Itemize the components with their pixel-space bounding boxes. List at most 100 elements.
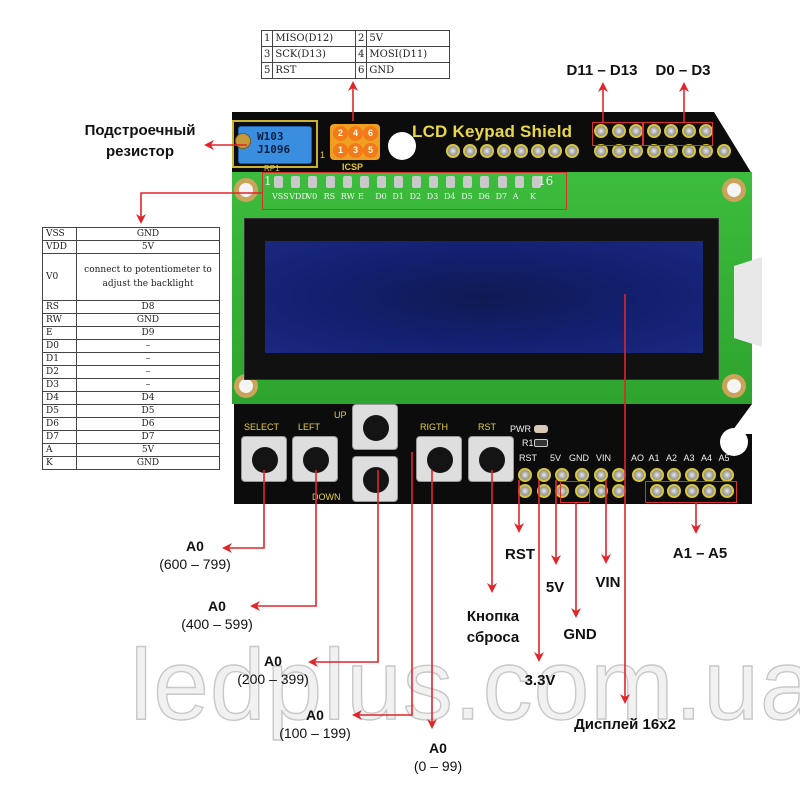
callout-gnd: GND bbox=[563, 626, 597, 643]
power-header-label: GND bbox=[569, 453, 589, 463]
d11-d13-highlight bbox=[592, 122, 643, 146]
watermark: ledplus.com.ua bbox=[129, 629, 800, 741]
header-pin bbox=[649, 468, 664, 482]
analog-header-label: A4 bbox=[701, 453, 713, 463]
header-pin bbox=[565, 144, 579, 158]
callout-name: A0 bbox=[306, 707, 324, 723]
lcd-pin bbox=[514, 176, 524, 188]
button-rst[interactable] bbox=[468, 436, 514, 482]
lcd-pin-label: VSS bbox=[272, 192, 289, 201]
lcd-pin-connection: D6 bbox=[76, 417, 220, 431]
r1-resistor bbox=[534, 439, 548, 447]
lcd-pins-highlight bbox=[262, 172, 567, 210]
lcd-pin-label: A bbox=[512, 192, 519, 201]
header-pin bbox=[611, 124, 626, 138]
pin-name: MISO(D12) bbox=[272, 30, 356, 47]
lcd-pin-name: D2 bbox=[42, 365, 77, 379]
lcd-pin bbox=[308, 176, 318, 188]
header-pin bbox=[611, 144, 626, 158]
header-pin bbox=[594, 468, 608, 482]
lcd-pin bbox=[532, 176, 541, 188]
header-pin bbox=[514, 144, 528, 158]
callout-rst: RST bbox=[505, 546, 535, 563]
mounting-hole bbox=[388, 132, 416, 160]
table-row: D0– bbox=[42, 339, 220, 353]
button-select[interactable] bbox=[241, 436, 287, 482]
lcd-pin-connection: – bbox=[76, 365, 220, 379]
lcd-pin bbox=[360, 176, 369, 188]
pwr-led-label: PWR bbox=[510, 424, 531, 434]
lcd-pin-name: D4 bbox=[42, 391, 77, 405]
icsp-pin: 6 bbox=[363, 126, 378, 141]
power-header-label: RST bbox=[519, 453, 537, 463]
lcd-pin-connection: – bbox=[76, 339, 220, 353]
button-left[interactable] bbox=[292, 436, 338, 482]
lcd-keypad-shield-board: W103 J1096 RP1 1 2 4 6 1 3 5 ICSP LCD Ke… bbox=[232, 112, 762, 504]
lcd-pin-name: RS bbox=[42, 300, 77, 314]
lcd-pin-label: D5 bbox=[461, 192, 473, 201]
header-pin bbox=[719, 468, 734, 482]
callout-a1-a5: A1 – A5 bbox=[672, 545, 728, 562]
lcd-pin-label: VDD bbox=[289, 192, 308, 201]
header-pin bbox=[684, 484, 699, 498]
header-pin bbox=[716, 144, 731, 158]
lcd-pin-name: A bbox=[42, 443, 77, 457]
pot-marking-line-1: W103 bbox=[257, 130, 284, 143]
table-row: 1 MISO(D12) 2 5V bbox=[260, 30, 450, 47]
header-pin bbox=[497, 144, 511, 158]
lcd-pin-connection: – bbox=[76, 352, 220, 366]
callout-display: Дисплей 16x2 bbox=[574, 716, 676, 733]
lcd-pin bbox=[497, 176, 507, 188]
table-row: D2– bbox=[42, 365, 220, 379]
pin-name: GND bbox=[366, 62, 450, 79]
lcd-pin-name: RW bbox=[42, 313, 77, 327]
d0-d3-highlight bbox=[643, 122, 713, 146]
callout-name: A0 bbox=[186, 538, 204, 554]
icsp-pinout-table: 1 MISO(D12) 2 5V 3 SCK(D13) 4 MOSI(D11) … bbox=[260, 30, 450, 79]
pot-outline bbox=[232, 120, 318, 168]
lcd-pin-connection: D4 bbox=[76, 391, 220, 405]
pot-screw-icon bbox=[235, 133, 251, 149]
header-pin bbox=[702, 484, 716, 498]
header-pin bbox=[518, 484, 532, 498]
header-pin bbox=[463, 144, 477, 158]
analog-header-label: A3 bbox=[683, 453, 695, 463]
callout-right: A0 (0 – 99) bbox=[398, 739, 478, 775]
button-right[interactable] bbox=[416, 436, 462, 482]
lcd-pin-connection: 5V bbox=[76, 443, 220, 457]
table-row: D3– bbox=[42, 378, 220, 392]
header-pin bbox=[664, 124, 678, 138]
lcd-pin-name: E bbox=[42, 326, 77, 340]
callout-d11-d13: D11 – D13 bbox=[566, 62, 638, 79]
header-pin bbox=[667, 468, 681, 482]
button-label-rst: RST bbox=[478, 422, 496, 432]
button-up[interactable] bbox=[352, 404, 398, 450]
callout-vin: VIN bbox=[595, 574, 621, 591]
pin-name: RST bbox=[272, 62, 356, 79]
callout-range: (0 – 99) bbox=[413, 758, 463, 774]
lcd-pin bbox=[291, 176, 301, 188]
header-pin bbox=[702, 468, 716, 482]
power-header-label: VIN bbox=[596, 453, 612, 463]
header-pin bbox=[537, 484, 551, 498]
pot-label: RP1 bbox=[264, 164, 280, 173]
lcd-pin-name: D5 bbox=[42, 404, 77, 418]
header-pin bbox=[667, 484, 681, 498]
pot-marking-line-2: J1096 bbox=[257, 143, 291, 156]
pot-pin1-label: 1 bbox=[320, 150, 326, 160]
button-cap bbox=[252, 447, 278, 473]
analog-header-label: A2 bbox=[666, 453, 678, 463]
lcd-pin-label: D3 bbox=[426, 192, 439, 201]
table-row: 3 SCK(D13) 4 MOSI(D11) bbox=[260, 46, 450, 63]
pin-number: 4 bbox=[354, 46, 368, 63]
button-down[interactable] bbox=[352, 456, 398, 502]
button-label-right: RIGTH bbox=[420, 422, 448, 432]
header-pin bbox=[684, 468, 699, 482]
